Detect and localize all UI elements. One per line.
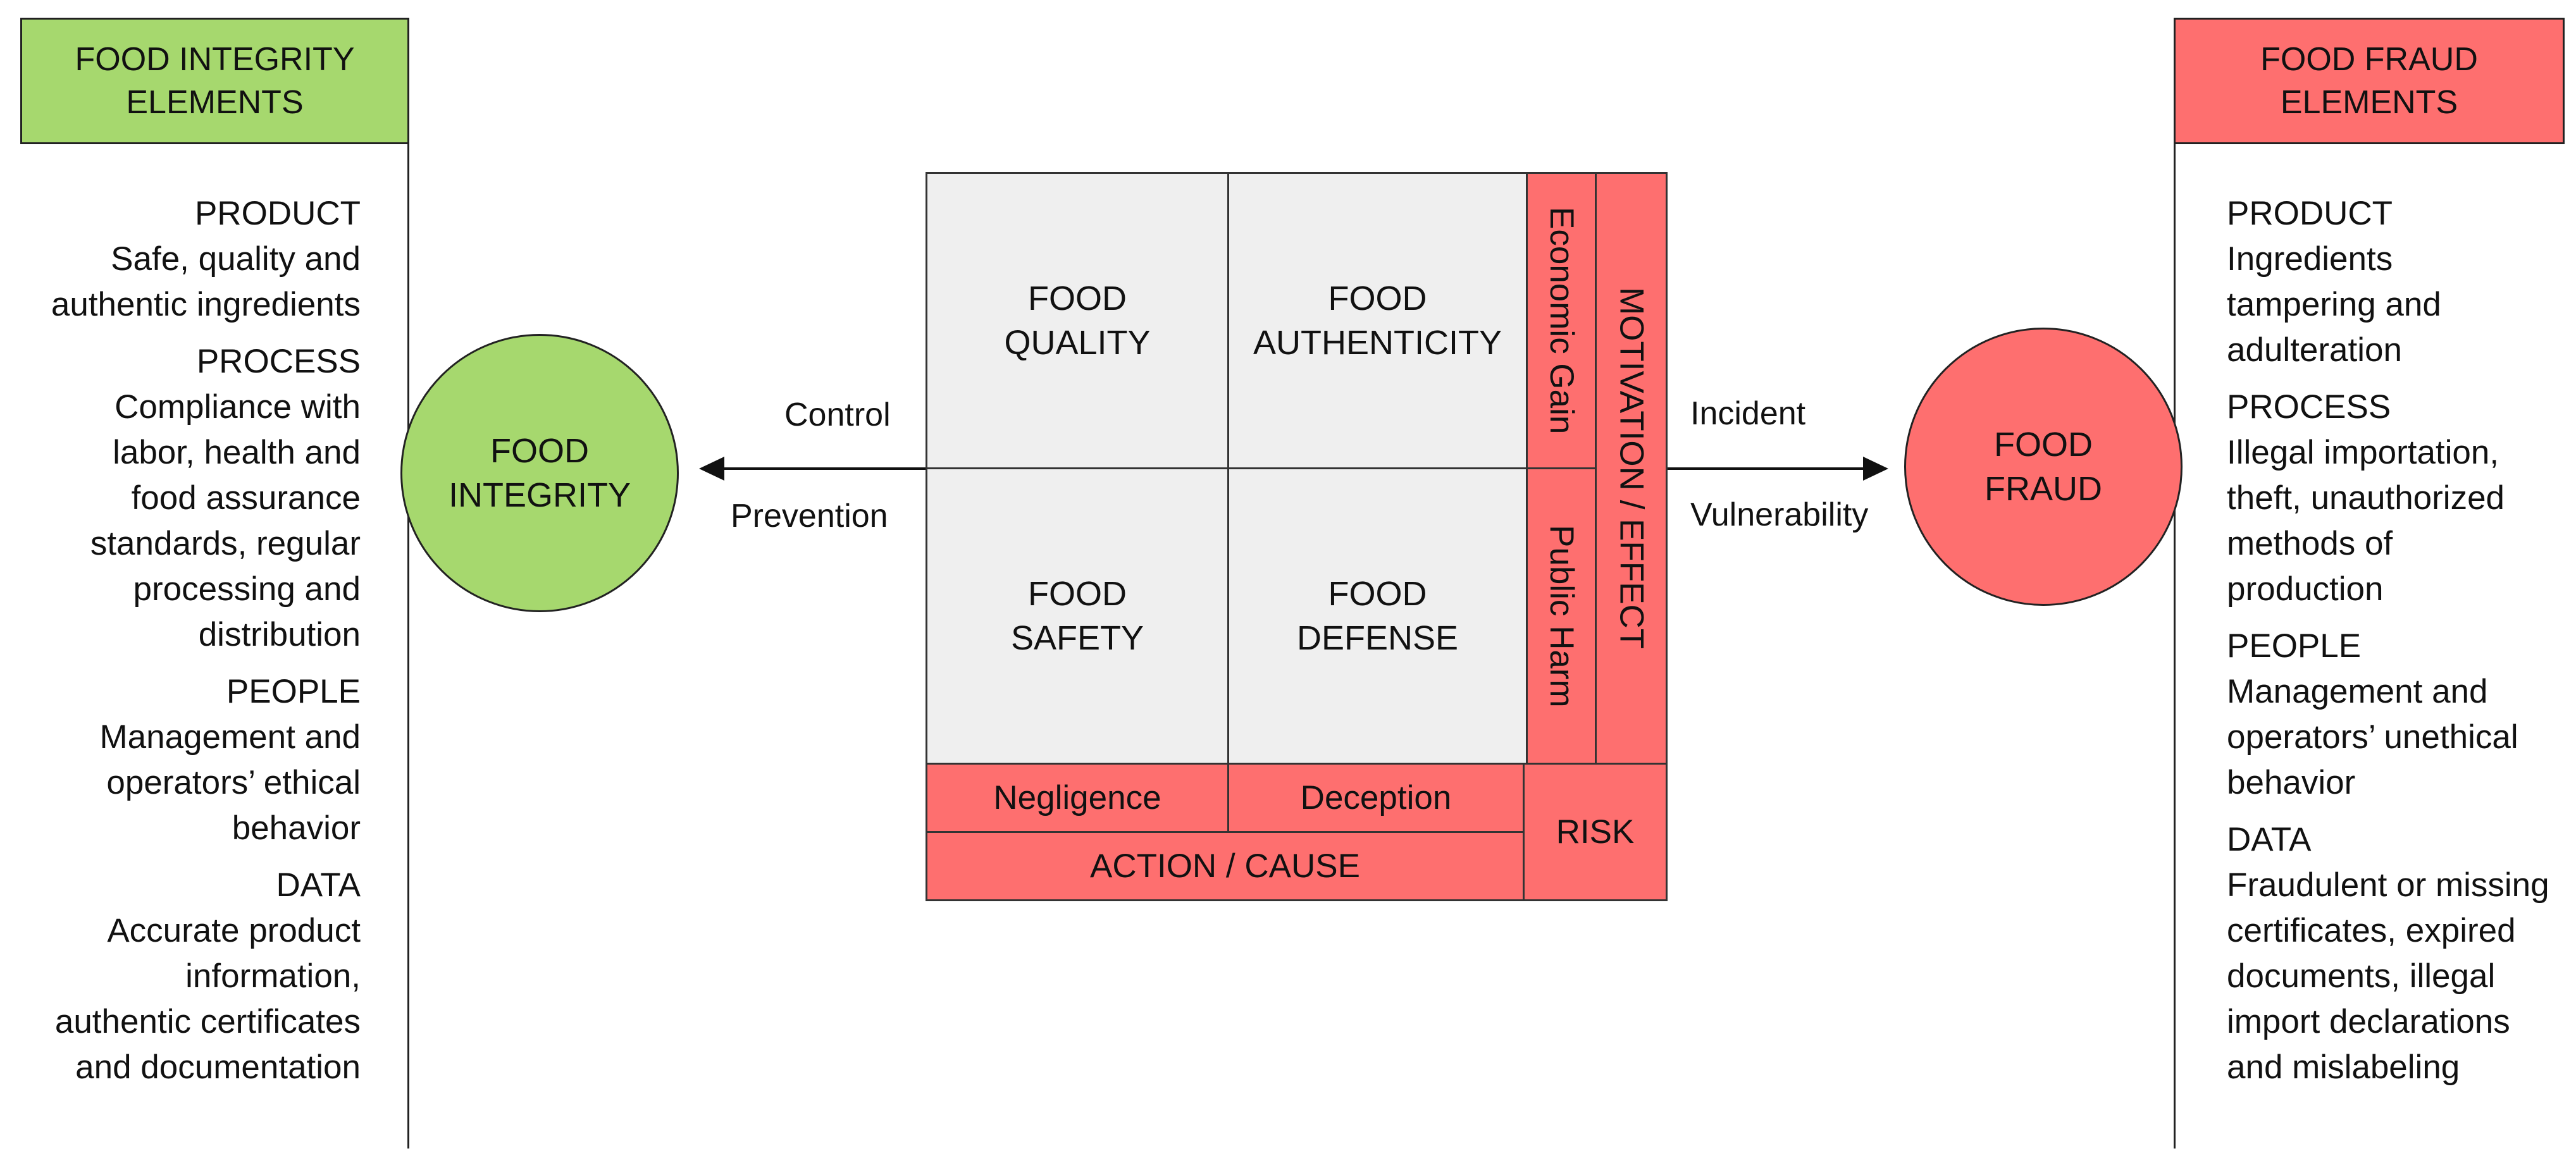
fraud-data-desc: Fraudulent or missing certificates, expi… (2227, 866, 2549, 1086)
integrity-data-heading: DATA (276, 866, 361, 904)
integrity-product-group: PRODUCT Safe, quality and authentic ingr… (19, 191, 361, 328)
integrity-process-heading: PROCESS (196, 343, 361, 380)
food-authenticity-cell: FOOD AUTHENTICITY (1227, 172, 1528, 469)
fraud-product-group: PRODUCT Ingredients tampering and adulte… (2227, 191, 2568, 373)
economic-gain-label: Economic Gain (1543, 207, 1580, 434)
integrity-product-desc: Safe, quality and authentic ingredients (51, 240, 361, 323)
economic-gain-cell: Economic Gain (1526, 172, 1597, 469)
integrity-divider (407, 143, 409, 1148)
fraud-process-heading: PROCESS (2227, 388, 2391, 426)
vulnerability-label: Vulnerability (1690, 496, 1869, 533)
integrity-product-heading: PRODUCT (194, 195, 361, 232)
motivation-effect-cell: MOTIVATION / EFFECT (1595, 172, 1668, 765)
food-safety-cell: FOOD SAFETY (926, 467, 1229, 765)
control-label: Control (784, 397, 891, 433)
integrity-process-desc: Compliance with labor, health and food a… (90, 388, 361, 653)
fraud-people-desc: Management and operators’ unethical beha… (2227, 673, 2518, 801)
fraud-people-group: PEOPLE Management and operators’ unethic… (2227, 624, 2568, 806)
fraud-product-desc: Ingredients tampering and adulteration (2227, 240, 2441, 369)
integrity-people-desc: Management and operators’ ethical behavi… (99, 718, 361, 847)
public-harm-cell: Public Harm (1526, 467, 1597, 765)
public-harm-label: Public Harm (1543, 524, 1580, 708)
fraud-elements-list: PRODUCT Ingredients tampering and adulte… (2227, 191, 2568, 1102)
incident-arrow-head (1863, 457, 1888, 481)
integrity-data-desc: Accurate product information, authentic … (54, 912, 361, 1086)
risk-cell: RISK (1523, 763, 1668, 901)
fraud-process-desc: Illegal importation, theft, unauthorized… (2227, 434, 2505, 608)
fraud-product-heading: PRODUCT (2227, 195, 2393, 232)
food-defense-cell: FOOD DEFENSE (1227, 467, 1528, 765)
prevention-label: Prevention (731, 498, 888, 534)
fraud-divider (2174, 143, 2176, 1148)
control-arrow-head (699, 457, 724, 481)
fraud-process-group: PROCESS Illegal importation, theft, unau… (2227, 385, 2568, 612)
food-fraud-circle: FOOD FRAUD (1904, 328, 2183, 606)
action-cause-cell: ACTION / CAUSE (926, 831, 1525, 901)
fraud-header: FOOD FRAUD ELEMENTS (2174, 18, 2565, 144)
negligence-cell: Negligence (926, 763, 1229, 833)
integrity-people-group: PEOPLE Management and operators’ ethical… (19, 669, 361, 851)
integrity-data-group: DATA Accurate product information, authe… (19, 863, 361, 1090)
deception-cell: Deception (1227, 763, 1525, 833)
motivation-effect-label: MOTIVATION / EFFECT (1613, 287, 1650, 650)
fraud-data-heading: DATA (2227, 821, 2312, 858)
incident-label: Incident (1690, 395, 1806, 432)
fraud-people-heading: PEOPLE (2227, 627, 2362, 665)
integrity-elements-list: PRODUCT Safe, quality and authentic ingr… (19, 191, 361, 1102)
food-integrity-circle: FOOD INTEGRITY (400, 334, 679, 612)
integrity-header: FOOD INTEGRITY ELEMENTS (20, 18, 409, 144)
fraud-data-group: DATA Fraudulent or missing certificates,… (2227, 817, 2568, 1090)
food-quality-cell: FOOD QUALITY (926, 172, 1229, 469)
integrity-people-heading: PEOPLE (226, 673, 361, 710)
integrity-process-group: PROCESS Compliance with labor, health an… (19, 339, 361, 658)
